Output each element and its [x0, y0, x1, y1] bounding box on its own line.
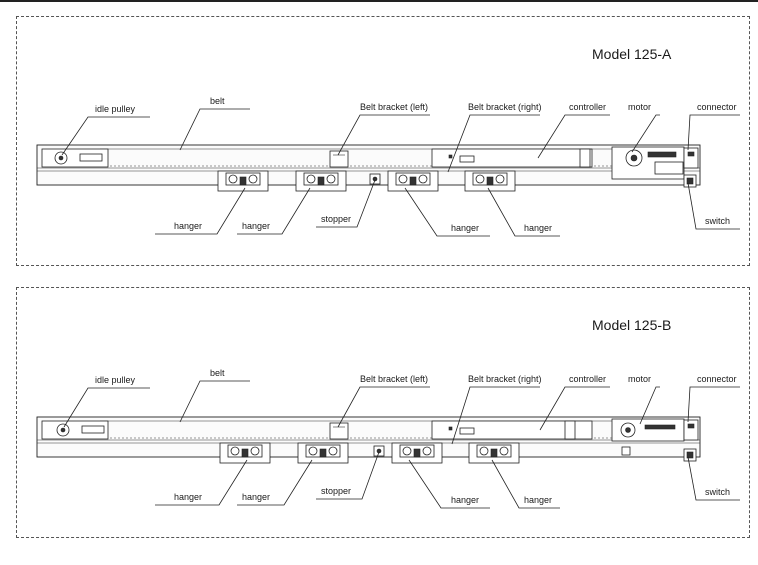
- switch-part: [683, 448, 697, 462]
- leader-controller: [539, 386, 610, 431]
- callout-stopper: stopper: [321, 214, 351, 224]
- callout-belt-bracket-left: Belt bracket (left): [360, 374, 428, 384]
- callout-belt: belt: [210, 368, 225, 378]
- connector-part: [683, 147, 699, 169]
- leader-stopper: [316, 179, 376, 228]
- idle-pulley-part: [41, 420, 109, 440]
- belt-bracket-left-part: [329, 422, 349, 440]
- callout-switch: switch: [705, 216, 730, 226]
- leader-controller: [537, 114, 610, 159]
- leader-belt-bracket-right: [447, 114, 540, 173]
- leader-belt-bracket-left: [337, 386, 430, 428]
- callout-belt-bracket-right: Belt bracket (right): [468, 102, 542, 112]
- leader-switch: [687, 456, 740, 501]
- motor-part: [611, 146, 685, 180]
- operator-rail: [36, 144, 701, 186]
- stopper-part: [373, 445, 385, 457]
- leader-hanger-2: [237, 187, 311, 235]
- leader-belt-bracket-left: [337, 114, 430, 156]
- operator-rail: [36, 416, 701, 458]
- hanger-part-2: [297, 442, 349, 464]
- leader-belt: [179, 380, 250, 423]
- controller-part: [431, 420, 593, 440]
- controller-part: [431, 148, 593, 168]
- leader-idle-pulley: [61, 116, 150, 156]
- callout-hanger-3: hanger: [451, 223, 479, 233]
- callout-hanger-1: hanger: [174, 221, 202, 231]
- leader-motor: [631, 114, 660, 153]
- leader-stopper: [316, 451, 380, 500]
- leader-hanger-1: [155, 459, 248, 506]
- switch-part: [683, 174, 697, 188]
- callout-motor: motor: [628, 374, 651, 384]
- callout-belt-bracket-left: Belt bracket (left): [360, 102, 428, 112]
- hanger-part-4: [464, 170, 516, 192]
- callout-hanger-2: hanger: [242, 492, 270, 502]
- leader-belt-bracket-right: [451, 386, 540, 445]
- leader-switch: [687, 182, 740, 230]
- leader-connector: [687, 114, 740, 151]
- callout-controller: controller: [569, 102, 606, 112]
- diagram-model-125-a: Model 125-A: [36, 46, 740, 237]
- leader-idle-pulley: [63, 387, 150, 428]
- callout-controller: controller: [569, 374, 606, 384]
- callout-idle-pulley: idle pulley: [95, 375, 136, 385]
- callout-belt: belt: [210, 96, 225, 106]
- leader-hanger-1: [155, 187, 246, 235]
- leader-hanger-3: [408, 459, 490, 509]
- panel-model-125-a: [16, 16, 750, 266]
- callout-motor: motor: [628, 102, 651, 112]
- callout-hanger-3: hanger: [451, 495, 479, 505]
- top-border-line: [0, 0, 758, 2]
- callout-hanger-2: hanger: [242, 221, 270, 231]
- leader-hanger-2: [237, 459, 313, 506]
- callout-connector: connector: [697, 102, 737, 112]
- model-title: Model 125-B: [592, 317, 671, 333]
- hanger-part-1: [217, 170, 269, 192]
- callout-hanger-4: hanger: [524, 223, 552, 233]
- hanger-part-3: [387, 170, 439, 192]
- panel-model-125-b: [16, 287, 750, 538]
- belt-bracket-left-part: [329, 150, 349, 168]
- leader-belt: [179, 108, 250, 151]
- callout-idle-pulley: idle pulley: [95, 104, 136, 114]
- callout-belt-bracket-right: Belt bracket (right): [468, 374, 542, 384]
- leader-motor: [639, 386, 660, 425]
- stopper-part: [369, 173, 381, 185]
- leader-hanger-4: [491, 459, 560, 509]
- callout-hanger-1: hanger: [174, 492, 202, 502]
- model-title: Model 125-A: [592, 46, 672, 62]
- connector-part: [683, 419, 699, 441]
- hanger-part-1: [219, 442, 271, 464]
- leader-connector: [687, 386, 740, 423]
- idle-pulley-part: [41, 148, 109, 168]
- hanger-part-3: [391, 442, 443, 464]
- callout-stopper: stopper: [321, 486, 351, 496]
- diagram-model-125-b: Model 125-B: [36, 317, 740, 509]
- callout-connector: connector: [697, 374, 737, 384]
- hanger-part-4: [468, 442, 520, 464]
- callout-switch: switch: [705, 487, 730, 497]
- leader-hanger-4: [487, 187, 560, 237]
- hanger-part-2: [295, 170, 347, 192]
- leader-hanger-3: [404, 187, 490, 237]
- callout-hanger-4: hanger: [524, 495, 552, 505]
